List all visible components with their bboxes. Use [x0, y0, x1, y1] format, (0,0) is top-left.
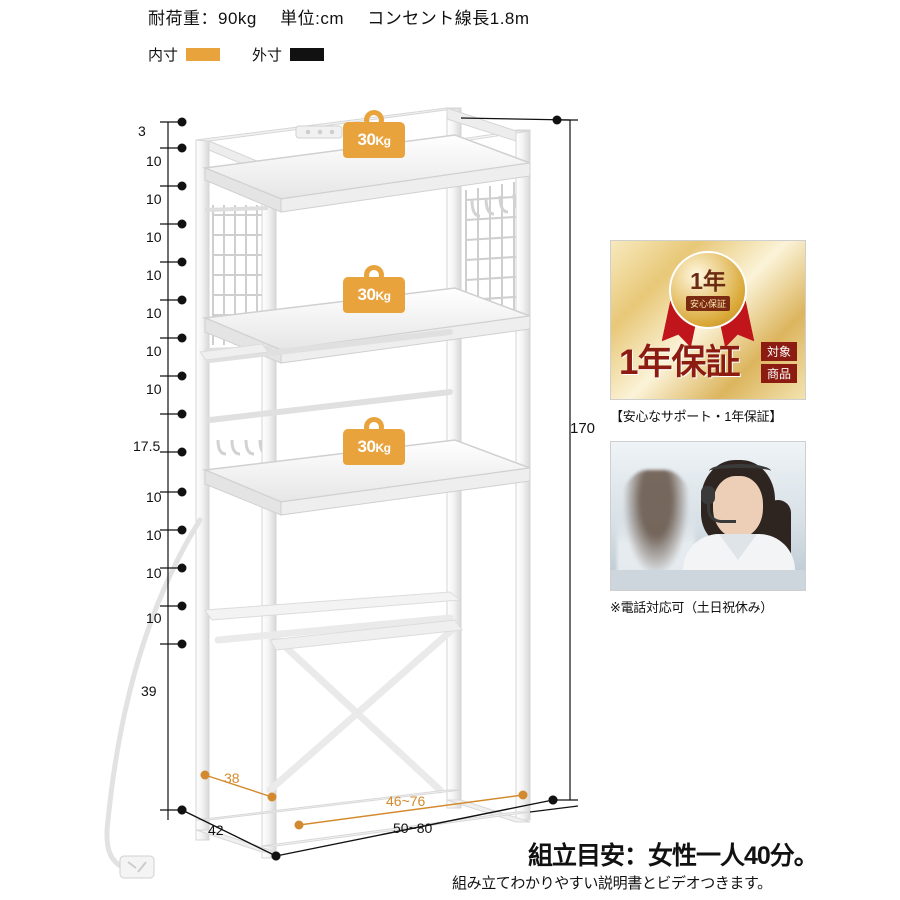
weight-badge-body: 30Kg — [343, 277, 405, 313]
dim-depth-inner: 38 — [224, 770, 240, 786]
weight-value-middle: 30 — [357, 285, 376, 304]
warranty-caption: 【安心なサポート・1年保証】 — [610, 409, 783, 424]
assembly-time-text: 組立目安：女性一人40分。 — [528, 842, 819, 870]
support-caption: ※電話対応可（土日祝休み） — [610, 600, 773, 615]
warranty-side-2: 商品 — [761, 364, 797, 383]
legend-inner-label: 内寸 — [148, 47, 179, 64]
dim-total-height: 170 — [570, 420, 596, 437]
weight-badge-body: 30Kg — [343, 122, 405, 158]
warranty-seal-icon: 1年 安心保証 — [669, 251, 747, 329]
weight-unit-lower: Kg — [375, 441, 391, 455]
dim-depth-outer: 42 — [208, 822, 224, 838]
legend-outer-swatch — [290, 48, 325, 61]
header-capacity: 耐荷重：90kg — [148, 9, 257, 28]
legend: 内寸 外寸 — [148, 44, 325, 65]
dim-left-7: 10 — [146, 381, 162, 397]
weight-value-lower: 30 — [357, 437, 376, 456]
support-photo — [610, 441, 806, 591]
weight-badge-handle-icon — [364, 110, 384, 130]
legend-outer-label: 外寸 — [252, 47, 283, 64]
warranty-ribbon: 1年 安心保証 — [660, 251, 756, 331]
dim-left-3: 10 — [146, 229, 162, 245]
weight-badge-lower: 30Kg — [343, 417, 405, 465]
weight-value-top: 30 — [357, 130, 376, 149]
warranty-headline: 1年保証 — [619, 343, 740, 382]
dim-left-5: 10 — [146, 305, 162, 321]
headset-mic-icon — [707, 504, 736, 523]
dim-left-11: 10 — [146, 565, 162, 581]
dim-left-13: 39 — [141, 683, 157, 699]
header-specs: 耐荷重：90kg 単位:cm コンセント線長1.8m — [148, 4, 548, 29]
dim-left-4: 10 — [146, 267, 162, 283]
product-drawing: 3 10 10 10 10 10 10 10 17.5 10 10 10 10 … — [104, 107, 596, 879]
shelf-diagram-svg — [104, 107, 579, 879]
dim-width-outer: 50~80 — [393, 820, 433, 836]
warranty-side-tags: 対象 商品 — [761, 342, 797, 383]
warranty-side-1: 対象 — [761, 342, 797, 361]
dim-left-12: 10 — [146, 610, 162, 626]
weight-unit-middle: Kg — [375, 289, 391, 303]
dim-width-inner: 46~76 — [386, 793, 426, 809]
legend-inner-swatch — [186, 48, 221, 61]
dim-left-1: 10 — [146, 153, 162, 169]
dim-left-0: 3 — [138, 123, 146, 139]
header-cord-length: コンセント線長1.8m — [367, 9, 530, 28]
headset-band-icon — [709, 464, 771, 478]
weight-badge-handle-icon — [364, 265, 384, 285]
headset-earpiece-icon — [701, 486, 715, 504]
weight-unit-top: Kg — [375, 134, 391, 148]
dim-left-2: 10 — [146, 191, 162, 207]
dim-left-6: 10 — [146, 343, 162, 359]
warranty-year: 1年 — [690, 267, 726, 294]
header-unit: 単位:cm — [280, 9, 344, 28]
weight-badge-middle: 30Kg — [343, 265, 405, 313]
weight-badge-top: 30Kg — [343, 110, 405, 158]
dim-left-10: 10 — [146, 527, 162, 543]
weight-badge-body: 30Kg — [343, 429, 405, 465]
right-column: 1年 安心保証 1年保証 対象 商品 【安心なサポート・1年保証】 — [610, 240, 806, 616]
weight-badge-handle-icon — [364, 417, 384, 437]
dim-left-8: 17.5 — [133, 438, 161, 454]
person-face — [713, 476, 763, 538]
warranty-badge-image: 1年 安心保証 1年保証 対象 商品 — [610, 240, 806, 400]
dim-left-9: 10 — [146, 489, 162, 505]
photo-desk — [611, 570, 805, 590]
assembly-manual-text: 組み立てわかりやすい説明書とビデオつきます。 — [452, 875, 772, 892]
warranty-sub: 安心保証 — [685, 295, 730, 311]
